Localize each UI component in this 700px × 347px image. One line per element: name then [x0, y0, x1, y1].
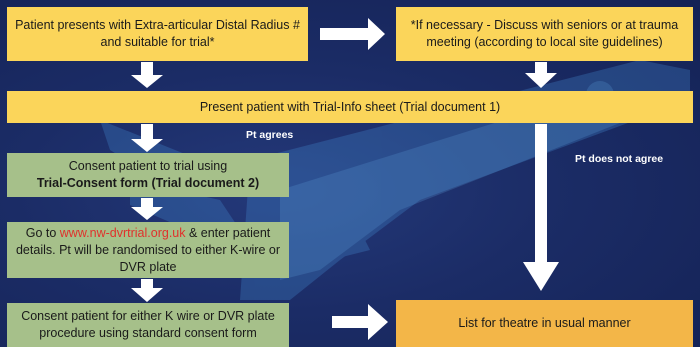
- label-pt-does-not-agree: Pt does not agree: [575, 153, 664, 165]
- box-consent-procedure: Consent patient for either K wire or DVR…: [7, 303, 289, 347]
- box-list-for-theatre-text: List for theatre in usual manner: [458, 316, 631, 330]
- box-consent-trial-line1: Consent patient to trial using: [68, 159, 228, 173]
- box-discuss-seniors: *If necessary - Discuss with seniors or …: [396, 7, 693, 61]
- arrow-present-to-theatre: [523, 124, 559, 291]
- box-patient-presents-text: Patient presents with Extra-articular Di…: [15, 18, 300, 49]
- arrow-start-to-discuss: [320, 18, 385, 50]
- box-consent-trial: Consent patient to trial using Trial-Con…: [7, 153, 289, 197]
- box-goto-website: Go to www.nw-dvrtrial.org.uk & enter pat…: [7, 222, 289, 278]
- box-list-for-theatre: List for theatre in usual manner: [396, 300, 693, 347]
- box-consent-trial-line2: Trial-Consent form (Trial document 2): [36, 176, 260, 190]
- box-present-trial-info: Present patient with Trial-Info sheet (T…: [7, 91, 693, 123]
- arrow-procedure-to-theatre: [332, 304, 388, 340]
- arrow-start-to-present: [131, 62, 163, 88]
- arrow-consent-to-goto: [131, 198, 163, 220]
- trial-website-link[interactable]: www.nw-dvrtrial.org.uk: [59, 225, 186, 240]
- box-patient-presents: Patient presents with Extra-articular Di…: [7, 7, 308, 61]
- box-discuss-seniors-text: *If necessary - Discuss with seniors or …: [410, 18, 679, 49]
- box-present-trial-info-text: Present patient with Trial-Info sheet (T…: [199, 99, 501, 114]
- box-consent-procedure-text: Consent patient for either K wire or DVR…: [21, 309, 275, 340]
- goto-prefix: Go to: [25, 225, 60, 240]
- arrow-discuss-to-present: [525, 62, 557, 88]
- label-pt-agrees: Pt agrees: [246, 129, 294, 141]
- arrow-goto-to-procedure: [131, 279, 163, 302]
- box-goto-website-text: Go to www.nw-dvrtrial.org.uk & enter pat…: [15, 225, 281, 276]
- arrow-present-to-consent: [131, 124, 163, 152]
- goto-suffix: & enter patient details. Pt will be rand…: [15, 225, 280, 274]
